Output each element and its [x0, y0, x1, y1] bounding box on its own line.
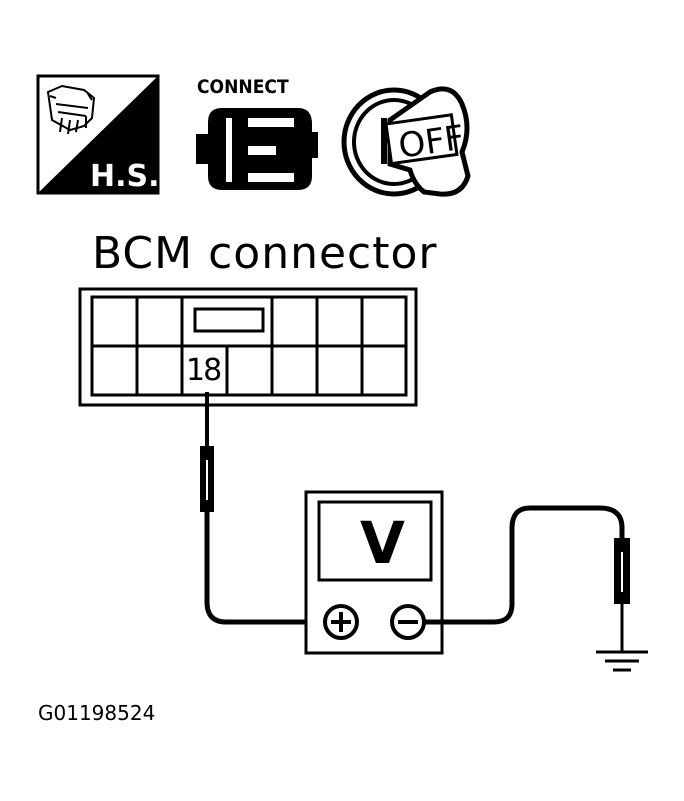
ground-icon — [596, 650, 648, 672]
positive-probe — [200, 392, 326, 625]
connect-label: CONNECT — [197, 76, 289, 98]
bcm-connector — [78, 287, 418, 407]
harness-side-icon — [36, 74, 160, 195]
diagram-title: BCM connector — [92, 228, 438, 279]
connect-icon — [196, 108, 318, 190]
negative-probe — [424, 505, 630, 652]
pin-number-label: 18 — [186, 353, 222, 388]
ignition-key-off-icon — [341, 86, 471, 197]
voltmeter — [304, 490, 444, 655]
harness-side-label: H.S. — [90, 159, 160, 194]
voltmeter-symbol: V — [360, 509, 405, 577]
figure-id: G01198524 — [38, 701, 156, 725]
